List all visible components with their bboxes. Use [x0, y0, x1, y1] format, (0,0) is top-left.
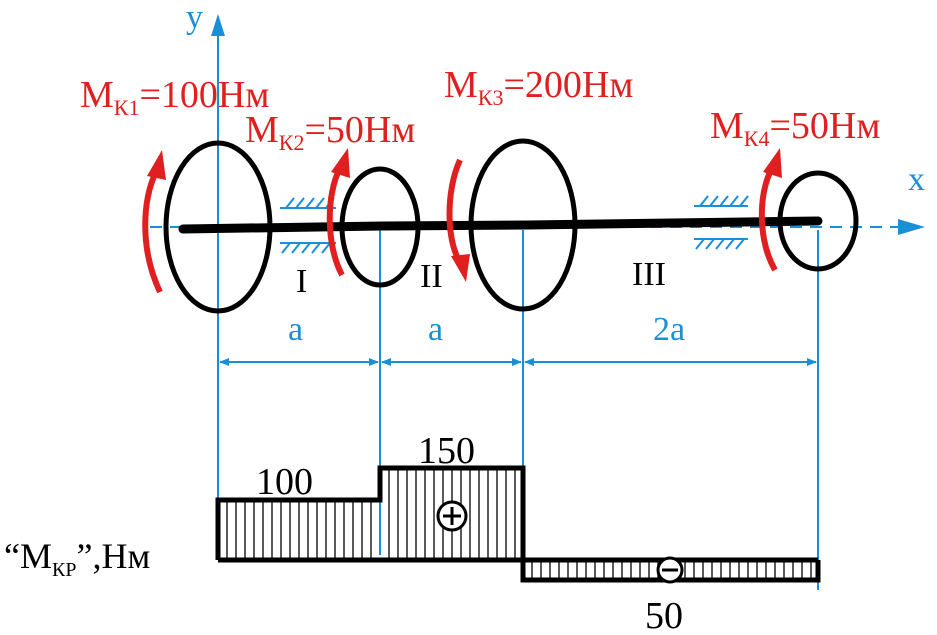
bearing-2	[694, 195, 749, 250]
dimension-label-1: a	[288, 311, 303, 348]
section-label-3: III	[632, 256, 666, 293]
shaft	[178, 216, 823, 234]
diagram-axis-label: “MКР”,Нм	[4, 536, 150, 581]
section-label-2: II	[420, 258, 443, 295]
dimension-label-3: 2a	[653, 311, 685, 348]
pulley-4	[777, 170, 859, 272]
y-axis-label: y	[186, 0, 203, 36]
moment-arrow-1	[142, 150, 166, 294]
diagram-value-1: 100	[256, 461, 313, 503]
torque-plot	[215, 465, 821, 584]
moment-arrow-3	[446, 158, 470, 282]
y-axis: y	[186, 0, 225, 500]
moment-label-4: MК4=50Нм	[710, 105, 880, 151]
extension-lines	[379, 230, 819, 590]
pulley-3	[468, 138, 578, 312]
moment-arrow-4	[758, 148, 782, 272]
dimension-label-2: a	[428, 311, 443, 348]
moment-label-2: MК2=50Нм	[245, 109, 415, 155]
pulley-2	[339, 166, 421, 288]
diagram-value-3: 50	[645, 595, 683, 635]
moment-label-3: MК3=200Нм	[444, 64, 633, 110]
x-axis-label: x	[908, 161, 925, 198]
section-label-1: I	[296, 263, 307, 300]
pulley-1	[163, 140, 273, 314]
diagram-value-2: 150	[418, 430, 475, 472]
moment-arrow-2	[326, 148, 350, 277]
moment-label-1: MК1=100Нм	[80, 74, 269, 120]
